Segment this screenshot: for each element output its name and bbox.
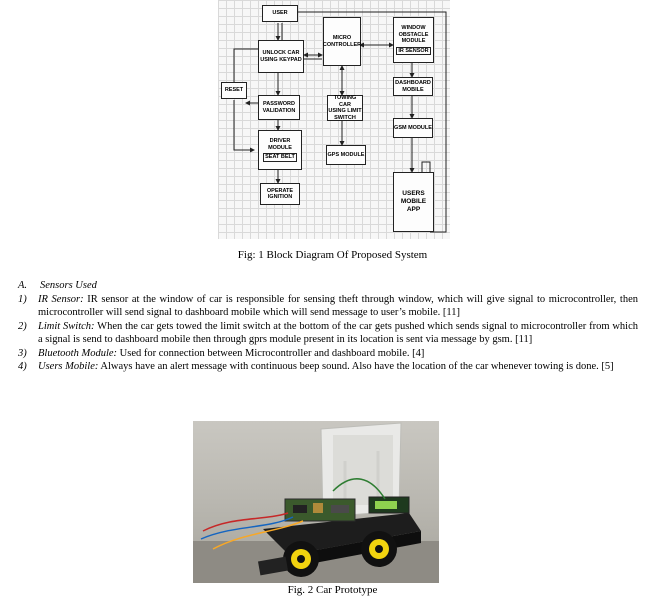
reset-block: RESET [221, 82, 247, 99]
section-heading: A. Sensors Used [18, 279, 638, 293]
towing-car-block: TOWING CAR USING LIMIT SWITCH [327, 95, 363, 121]
user-block: USER [262, 5, 298, 22]
window-label-line1: WINDOW [401, 25, 426, 31]
unlock-label-line1: UNLOCK CAR [262, 50, 300, 56]
micro-label-line2: CONTROLLER [322, 41, 362, 48]
dashboard-label-line2: MOBILE [402, 86, 424, 93]
users-mobile-app-block: USERS MOBILE APP [393, 172, 434, 232]
gsm-label: GSM MODULE [394, 124, 432, 131]
diagram-connectors [233, 11, 447, 233]
microcontroller-block: MICRO CONTROLLER [323, 17, 361, 66]
section-title: Sensors Used [40, 280, 97, 291]
gps-label: GPS MODULE [327, 151, 365, 158]
car-prototype-illustration [193, 422, 439, 583]
item-text: Users Mobile: Always have an alert messa… [38, 360, 638, 374]
list-item: 1) IR Sensor: IR sensor at the window of… [18, 293, 638, 320]
app-label-line3: APP [406, 206, 421, 213]
seat-belt-label: SEAT BELT [263, 153, 297, 162]
driver-module-block: DRIVER MODULE SEAT BELT [258, 130, 302, 170]
window-obstacle-block: WINDOW OBSTACLE MODULE IR SENSOR [393, 17, 434, 63]
unlock-label-line2: USING KEYPAD [260, 56, 302, 63]
list-item: 4) Users Mobile: Always have an alert me… [18, 360, 638, 374]
micro-label-line1: MICRO [332, 35, 352, 41]
item-body: IR sensor at the window of car is respon… [38, 293, 638, 319]
block-diagram: USER UNLOCK CAR USING KEYPAD MICRO CONTR… [218, 0, 450, 239]
item-number: 3) [18, 347, 27, 359]
item-number: 2) [18, 320, 27, 332]
towing-label-line2: USING LIMIT [328, 108, 362, 114]
towing-label-line3: SWITCH [334, 114, 356, 121]
gsm-module-block: GSM MODULE [393, 118, 433, 138]
app-label-line2: MOBILE [400, 198, 427, 205]
figure-1-caption: Fig: 1 Block Diagram Of Proposed System [237, 249, 428, 261]
item-text: Bluetooth Module: Used for connection be… [38, 347, 638, 361]
unlock-car-block: UNLOCK CAR USING KEYPAD [258, 40, 304, 73]
ignition-label-line2: IGNITION [267, 194, 293, 200]
item-text: Limit Switch: When the car gets towed th… [38, 320, 638, 347]
ir-sensor-label: IR SENSOR [396, 46, 431, 55]
user-block-label: USER [272, 10, 288, 17]
reset-label: RESET [224, 87, 244, 94]
password-label-line1: PASSWORD [263, 101, 295, 107]
password-validation-block: PASSWORD VALIDATION [258, 95, 300, 120]
item-text: IR Sensor: IR sensor at the window of ca… [38, 293, 638, 320]
window-label-line3: MODULE [401, 38, 426, 44]
dashboard-mobile-block: DASHBOARD MOBILE [393, 77, 433, 96]
car-prototype-photo [193, 421, 439, 583]
gps-module-block: GPS MODULE [326, 145, 366, 165]
dashboard-label-line1: DASHBOARD [395, 80, 431, 86]
section-label: A. [18, 280, 28, 291]
ignition-label-line1: OPERATE [266, 187, 294, 194]
item-body: Used for connection between Microcontrol… [117, 347, 425, 359]
item-term: Users Mobile: [38, 361, 99, 372]
towing-label-line1: TOWING CAR [333, 95, 357, 108]
window-label-line2: OBSTACLE [398, 31, 429, 38]
driver-label-line1: DRIVER [269, 138, 291, 145]
sensors-section: A. Sensors Used 1) IR Sensor: IR sensor … [18, 279, 638, 374]
item-term: Limit Switch: [38, 320, 95, 332]
item-number: 1) [18, 293, 27, 305]
item-body: When the car gets towed the limit switch… [38, 320, 638, 346]
list-item: 3) Bluetooth Module: Used for connection… [18, 347, 638, 361]
operate-ignition-block: OPERATE IGNITION [260, 183, 300, 205]
figure-2-caption: Fig. 2 Car Prototype [287, 584, 378, 596]
item-body: Always have an alert message with contin… [98, 361, 614, 372]
item-number: 4) [18, 361, 27, 372]
app-label-line1: USERS [402, 190, 425, 197]
item-term: IR Sensor: [38, 293, 84, 305]
driver-label-line2: MODULE [268, 144, 292, 151]
item-term: Bluetooth Module: [38, 347, 118, 359]
password-label-line2: VALIDATION [262, 107, 296, 114]
list-item: 2) Limit Switch: When the car gets towed… [18, 320, 638, 347]
